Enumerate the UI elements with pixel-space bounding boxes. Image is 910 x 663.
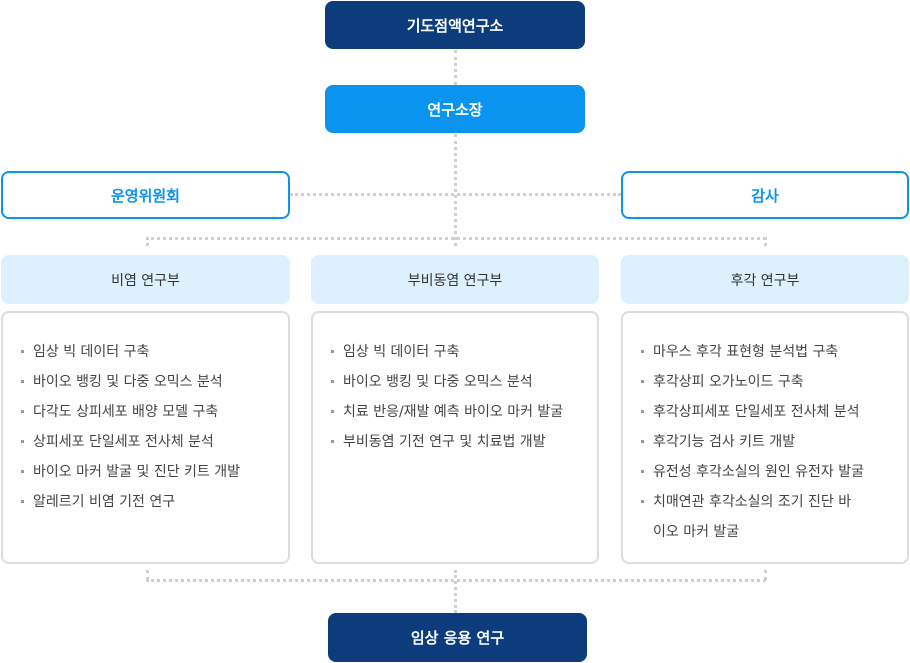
- list-item: 바이오 뱅킹 및 다중 오믹스 분석: [21, 367, 278, 397]
- connector: [146, 570, 149, 580]
- connector: [454, 134, 457, 246]
- connector: [764, 237, 767, 246]
- dept-content-sinusitis: 임상 빅 데이터 구축 바이오 뱅킹 및 다중 오믹스 분석 치료 반응/재발 …: [311, 311, 599, 564]
- dept-header-rhinitis: 비염 연구부: [1, 255, 290, 304]
- dept-header-olfactory: 후각 연구부: [621, 255, 909, 304]
- dept-header-sinusitis: 부비동염 연구부: [311, 255, 599, 304]
- dept-content-rhinitis: 임상 빅 데이터 구축 바이오 뱅킹 및 다중 오믹스 분석 다각도 상피세포 …: [1, 311, 290, 564]
- list-item: 다각도 상피세포 배양 모델 구축: [21, 397, 278, 427]
- institute-box: 기도점액연구소: [325, 1, 585, 49]
- connector: [454, 50, 457, 85]
- connector: [290, 193, 621, 196]
- director-box: 연구소장: [325, 85, 585, 133]
- list-item: 후각기능 검사 키트 개발: [641, 427, 897, 457]
- list-item: 부비동염 기전 연구 및 치료법 개발: [331, 427, 587, 457]
- list-item: 마우스 후각 표현형 분석법 구축: [641, 337, 897, 367]
- list-item: 임상 빅 데이터 구축: [21, 337, 278, 367]
- list-item: 임상 빅 데이터 구축: [331, 337, 587, 367]
- list-item: 후각상피세포 단일세포 전사체 분석: [641, 397, 897, 427]
- list-item: 바이오 뱅킹 및 다중 오믹스 분석: [331, 367, 587, 397]
- connector: [146, 237, 149, 246]
- list-item: 바이오 마커 발굴 및 진단 키트 개발: [21, 457, 278, 487]
- committee-box: 운영위원회: [1, 171, 290, 219]
- list-item: 유전성 후각소실의 원인 유전자 발굴: [641, 457, 897, 487]
- connector: [146, 237, 766, 240]
- connector: [764, 570, 767, 580]
- audit-box: 감사: [621, 171, 909, 219]
- list-item: 상피세포 단일세포 전사체 분석: [21, 427, 278, 457]
- dept-content-olfactory: 마우스 후각 표현형 분석법 구축 후각상피 오가노이드 구축 후각상피세포 단…: [621, 311, 909, 564]
- list-item: 후각상피 오가노이드 구축: [641, 367, 897, 397]
- list-item: 알레르기 비염 기전 연구: [21, 487, 278, 517]
- list-item: 치료 반응/재발 예측 바이오 마커 발굴: [331, 397, 587, 427]
- list-item: 치매연관 후각소실의 조기 진단 바이오 마커 발굴: [641, 487, 853, 547]
- connector: [454, 570, 457, 613]
- clinical-research-box: 임상 응용 연구: [328, 613, 587, 662]
